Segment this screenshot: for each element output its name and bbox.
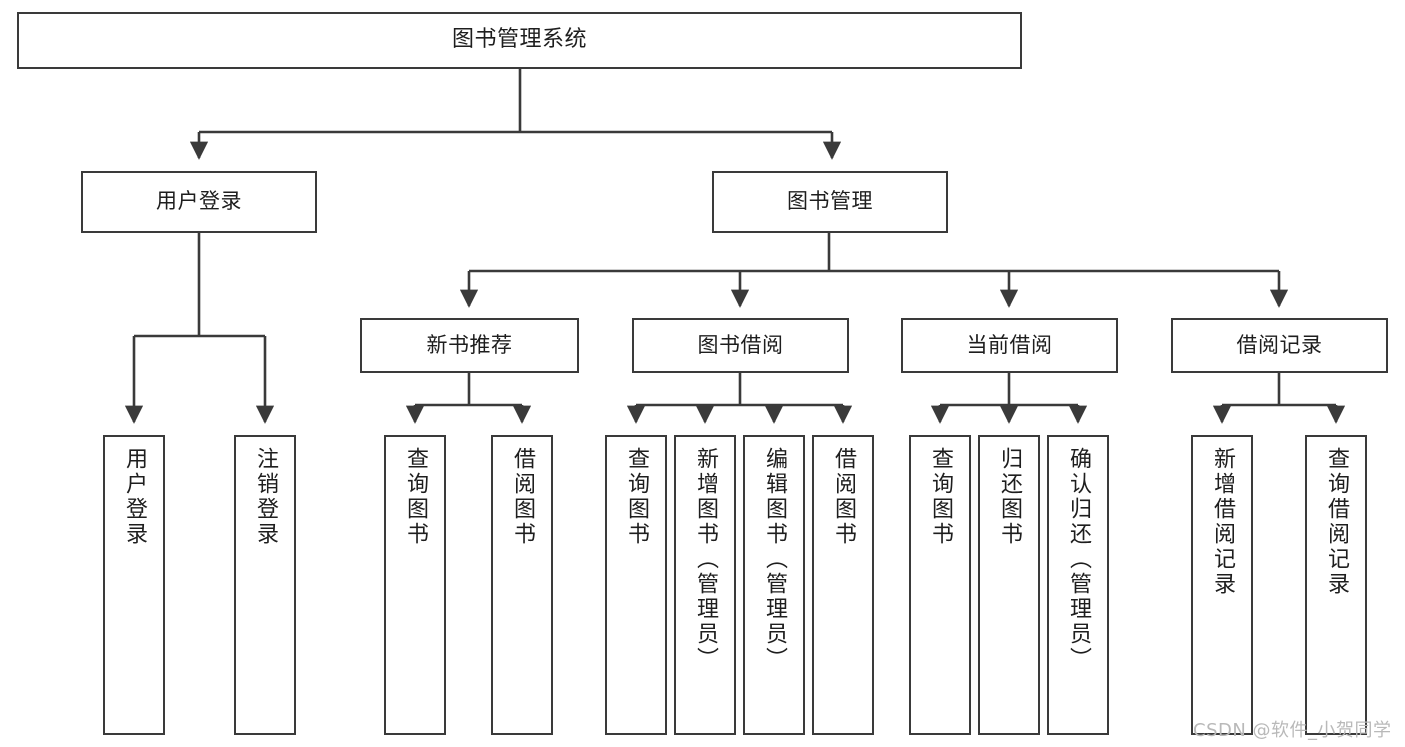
- node-label: 新增图书（管理员）: [693, 447, 718, 672]
- leaf-confirm-return-admin[interactable]: 确认归还（管理员）: [1047, 435, 1109, 735]
- csdn-watermark: CSDN @软件_小贺同学: [1193, 720, 1392, 741]
- leaf-query-borrow-record[interactable]: 查询借阅记录: [1305, 435, 1367, 735]
- node-label: 借阅记录: [1236, 332, 1323, 357]
- node-label: 确认归还（管理员）: [1066, 447, 1091, 672]
- node-book-management[interactable]: 图书管理: [712, 171, 948, 233]
- node-label: 归还图书: [997, 447, 1022, 547]
- leaf-add-book-admin[interactable]: 新增图书（管理员）: [674, 435, 736, 735]
- node-label: 借阅图书: [831, 447, 856, 547]
- leaf-query-book-borrow[interactable]: 查询图书: [605, 435, 667, 735]
- node-label: 查询图书: [928, 447, 953, 547]
- node-label: 查询图书: [403, 447, 428, 547]
- node-current-borrow[interactable]: 当前借阅: [901, 318, 1118, 373]
- node-label: 图书管理: [787, 189, 873, 214]
- leaf-borrow-book[interactable]: 借阅图书: [812, 435, 874, 735]
- leaf-query-book-current[interactable]: 查询图书: [909, 435, 971, 735]
- node-label: 借阅图书: [510, 447, 535, 547]
- node-label: 注销登录: [253, 447, 278, 547]
- node-label: 查询借阅记录: [1324, 447, 1349, 597]
- leaf-borrow-book-recommend[interactable]: 借阅图书: [491, 435, 553, 735]
- leaf-edit-book-admin[interactable]: 编辑图书（管理员）: [743, 435, 805, 735]
- node-label: 图书管理系统: [451, 27, 587, 53]
- node-book-borrow[interactable]: 图书借阅: [632, 318, 849, 373]
- node-label: 当前借阅: [966, 332, 1053, 357]
- node-root-system[interactable]: 图书管理系统: [17, 12, 1022, 69]
- node-label: 新书推荐: [426, 332, 513, 357]
- leaf-query-book-recommend[interactable]: 查询图书: [384, 435, 446, 735]
- leaf-return-book[interactable]: 归还图书: [978, 435, 1040, 735]
- node-borrow-record[interactable]: 借阅记录: [1171, 318, 1388, 373]
- leaf-add-borrow-record[interactable]: 新增借阅记录: [1191, 435, 1253, 735]
- node-label: 图书借阅: [697, 332, 784, 357]
- node-label: 用户登录: [122, 447, 147, 547]
- node-label: 新增借阅记录: [1210, 447, 1235, 597]
- node-label: 编辑图书（管理员）: [762, 447, 787, 672]
- node-new-book-recommend[interactable]: 新书推荐: [360, 318, 579, 373]
- leaf-user-logout[interactable]: 注销登录: [234, 435, 296, 735]
- node-label: 查询图书: [624, 447, 649, 547]
- node-user-login[interactable]: 用户登录: [81, 171, 317, 233]
- node-label: 用户登录: [156, 189, 242, 214]
- leaf-user-login[interactable]: 用户登录: [103, 435, 165, 735]
